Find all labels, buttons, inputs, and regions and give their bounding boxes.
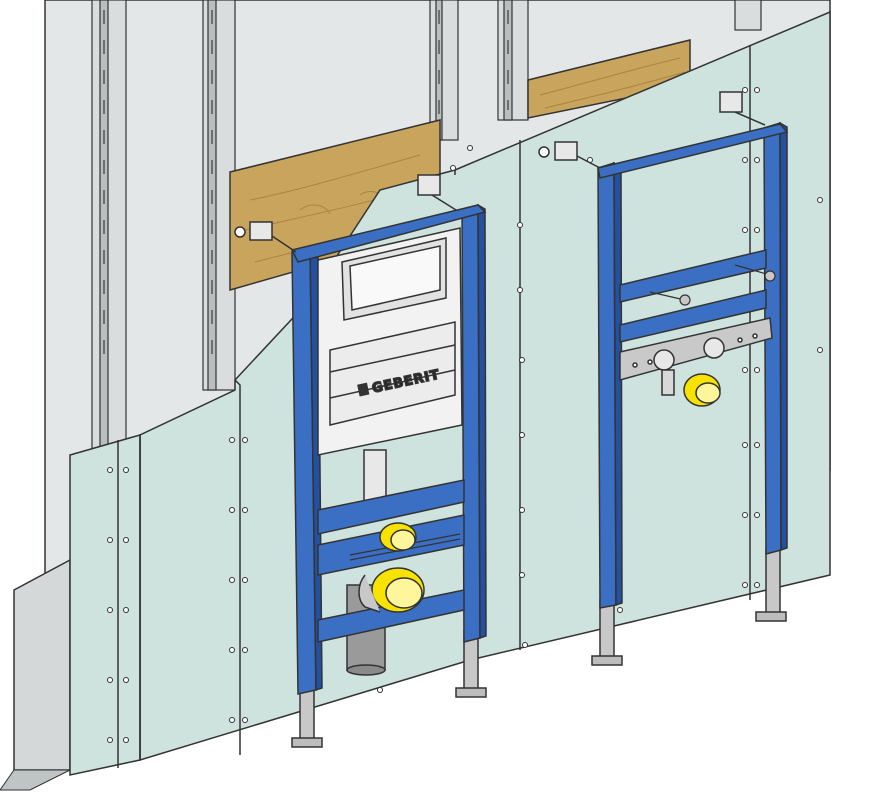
basin-top-rail [597, 123, 789, 179]
basin-wall-brackets [538, 91, 766, 169]
basin-leg-right [765, 547, 781, 617]
board-left [69, 434, 141, 776]
concealed-cistern: GEBERIT [317, 227, 463, 456]
basin-rail-upper [619, 249, 767, 303]
wc-rail-upper [317, 479, 465, 535]
stud-4 [497, 0, 529, 121]
wc-wall-brackets [234, 174, 457, 253]
wc-bracket-top [417, 174, 441, 196]
basin-rail-lower [619, 289, 767, 343]
stud-slots [103, 10, 509, 354]
stud-1 [91, 0, 127, 471]
basin-frame-legs [591, 547, 787, 666]
wc-bracket-left [249, 221, 273, 241]
wc-installation-frame: GEBERIT [234, 174, 487, 748]
floor-step [0, 558, 71, 791]
wc-yellow-fittings [358, 522, 425, 613]
washbasin-installation-frame [538, 91, 789, 666]
tap-fitting-left [653, 349, 675, 371]
timber-crossbeams [229, 39, 691, 291]
basin-cross-rails [619, 249, 767, 343]
stud-5 [734, 0, 762, 31]
basin-tap-fittings [653, 337, 725, 407]
basin-upright-left [597, 161, 617, 609]
tap-fitting-right [703, 337, 725, 359]
wc-frame-legs [291, 629, 487, 748]
wc-upright-right [461, 203, 481, 643]
basin-threaded-rods [649, 264, 776, 306]
basin-bracket-left [554, 141, 578, 161]
basin-bracket-top [719, 91, 743, 113]
stud-3 [429, 0, 459, 141]
wc-top-rail [290, 204, 487, 263]
basin-leg-left [599, 599, 615, 661]
wc-frame-uprights [291, 203, 487, 695]
